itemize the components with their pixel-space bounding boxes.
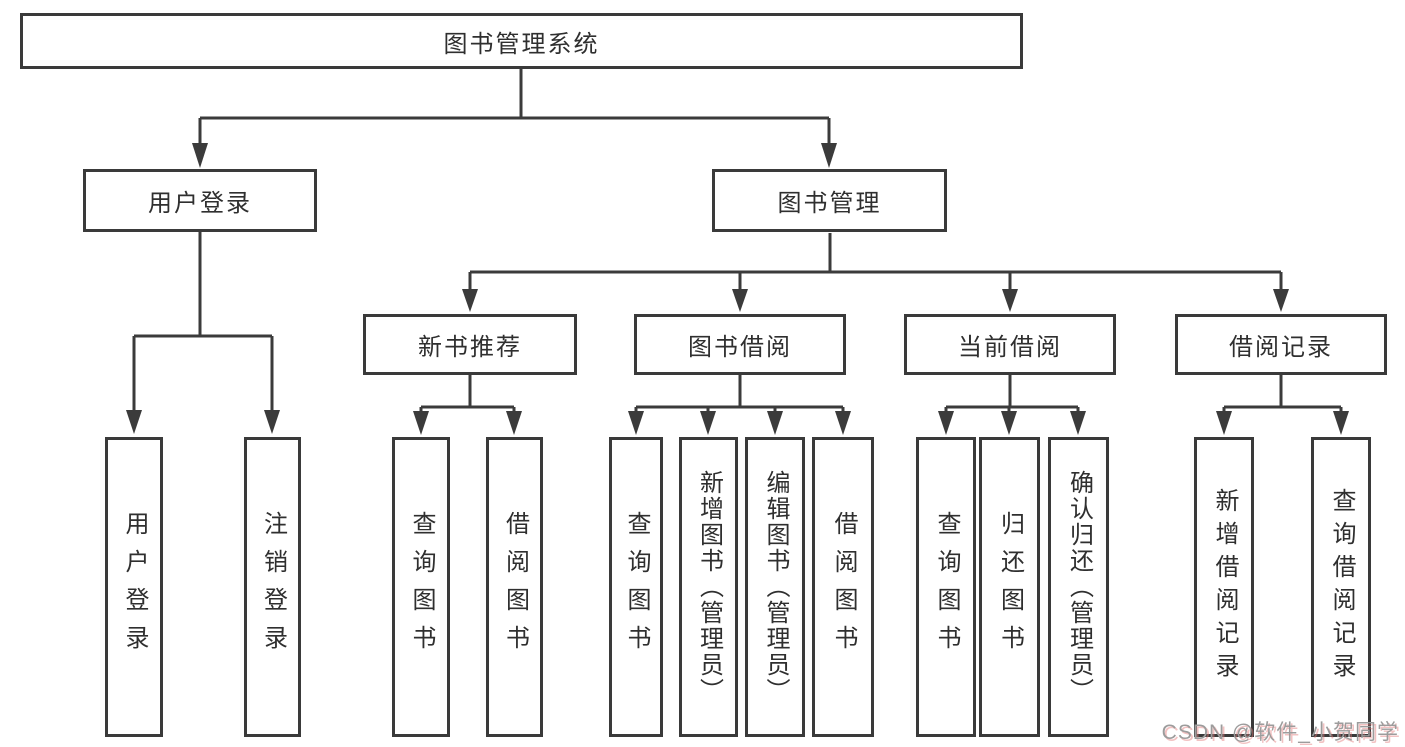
section-book-borrow: 图书借阅 [634, 314, 846, 375]
csdn-watermark: CSDN @软件_小贺同学 [1161, 721, 1399, 744]
leaf-query-books-borrow: 查询图书 [609, 437, 663, 737]
leaf-confirm-return-admin: 确认归还（管理员） [1048, 437, 1109, 737]
leaf-logout: 注销登录 [244, 437, 301, 737]
leaf-borrow-books: 借阅图书 [812, 437, 874, 737]
leaf-add-borrow-record: 新增借阅记录 [1194, 437, 1254, 737]
leaf-borrow-books-recommend: 借阅图书 [486, 437, 543, 737]
branch-book-management: 图书管理 [712, 169, 947, 232]
leaf-user-login: 用户登录 [105, 437, 163, 737]
section-current-borrow: 当前借阅 [904, 314, 1116, 375]
leaf-edit-books-admin: 编辑图书（管理员） [745, 437, 805, 737]
root-node-library-system: 图书管理系统 [20, 13, 1023, 69]
leaf-add-books-admin: 新增图书（管理员） [679, 437, 738, 737]
leaf-query-borrow-record: 查询借阅记录 [1311, 437, 1371, 737]
branch-user-login: 用户登录 [83, 169, 317, 232]
section-borrow-records: 借阅记录 [1175, 314, 1387, 375]
section-new-book-recommend: 新书推荐 [363, 314, 577, 375]
leaf-query-books-recommend: 查询图书 [392, 437, 450, 737]
leaf-return-books: 归还图书 [979, 437, 1040, 737]
leaf-query-books-current: 查询图书 [916, 437, 976, 737]
